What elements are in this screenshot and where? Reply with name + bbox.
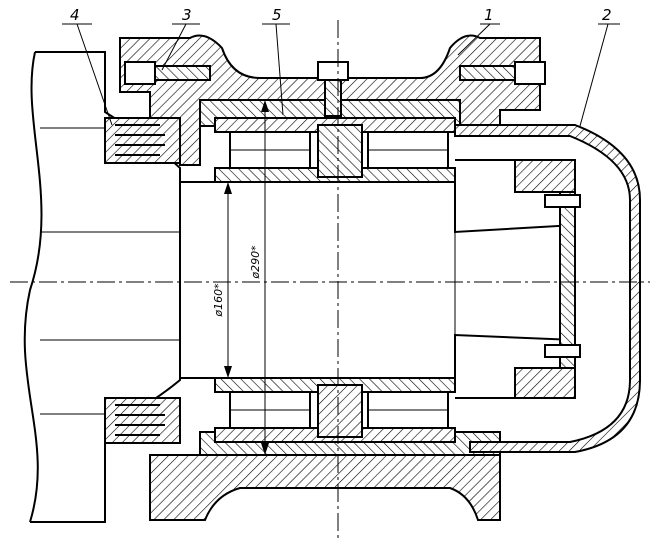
dimension-outer-diameter: ø290* xyxy=(249,245,262,280)
roller-bearing-top xyxy=(214,117,456,183)
dimension-inner-diameter: ø160* xyxy=(212,283,225,318)
callout-2: 2 xyxy=(579,6,620,127)
svg-text:2: 2 xyxy=(602,6,612,24)
svg-text:5: 5 xyxy=(272,6,282,24)
callout-3: 3 xyxy=(161,6,200,71)
axle-box-housing-bottom xyxy=(149,431,501,521)
dimension-lines xyxy=(224,100,269,455)
center-lines xyxy=(10,20,650,540)
callout-4: 4 xyxy=(62,6,113,126)
callout-1: 1 xyxy=(457,6,500,56)
svg-text:4: 4 xyxy=(70,6,80,24)
end-cover xyxy=(454,124,641,453)
labyrinth-seal xyxy=(104,117,181,444)
svg-text:ø290*: ø290* xyxy=(249,245,262,280)
svg-text:3: 3 xyxy=(182,6,192,24)
svg-text:ø160*: ø160* xyxy=(212,283,225,318)
svg-text:1: 1 xyxy=(484,6,494,24)
roller-bearing-bottom xyxy=(214,377,456,443)
callout-5: 5 xyxy=(262,6,290,116)
cover-bolts xyxy=(124,61,581,358)
